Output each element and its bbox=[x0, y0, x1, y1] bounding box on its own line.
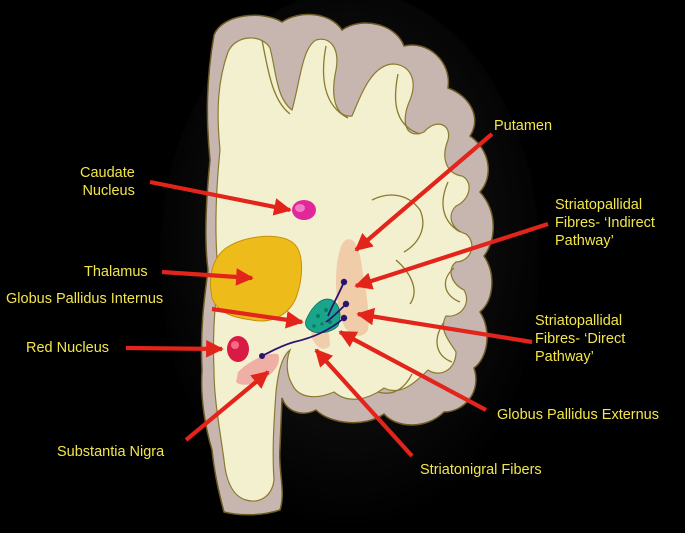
label-caudate-nucleus: Caudate Nucleus bbox=[80, 164, 135, 200]
label-direct-line-2: Fibres- ‘Direct bbox=[535, 331, 626, 347]
substantia-nigra bbox=[236, 353, 280, 385]
arrow-direct bbox=[356, 307, 533, 345]
arrow-caudate bbox=[149, 179, 292, 216]
arrow-substantia-nigra bbox=[184, 370, 270, 442]
label-striatopallidal-direct: Striatopallidal Fibres- ‘Direct Pathway’ bbox=[535, 312, 625, 366]
label-direct-line-3: Pathway’ bbox=[535, 349, 594, 365]
fibre-endpoints bbox=[259, 278, 350, 359]
label-indirect-line-1: Striatopallidal bbox=[555, 197, 643, 213]
label-direct-line-1: Striatopallidal bbox=[535, 313, 623, 329]
label-putamen: Putamen bbox=[494, 118, 553, 134]
label-caudate-line-2: Nucleus bbox=[82, 183, 135, 199]
arrow-indirect bbox=[354, 222, 549, 290]
thalamus bbox=[210, 235, 302, 322]
label-indirect-line-3: Pathway’ bbox=[555, 233, 614, 249]
sulci bbox=[261, 39, 461, 394]
label-arrows bbox=[125, 132, 549, 458]
arrow-gpe bbox=[338, 330, 487, 412]
label-striatopallidal-indirect: Striatopallidal Fibres- ‘Indirect Pathwa… bbox=[555, 196, 655, 250]
red-nucleus-highlight bbox=[231, 341, 239, 349]
red-nucleus bbox=[227, 336, 249, 362]
arrow-putamen bbox=[354, 132, 494, 252]
label-globus-pallidus-externus: Globus Pallidus Externus bbox=[497, 407, 659, 423]
label-globus-pallidus-internus: Globus Pallidus Internus bbox=[6, 291, 164, 307]
caudate-highlight bbox=[295, 204, 305, 212]
label-red-nucleus: Red Nucleus bbox=[26, 340, 110, 356]
label-caudate-line-1: Caudate bbox=[80, 165, 135, 181]
label-thalamus: Thalamus bbox=[84, 264, 148, 280]
arrow-red-nucleus bbox=[125, 340, 224, 358]
arrow-thalamus bbox=[161, 268, 254, 286]
arrow-gpi bbox=[211, 306, 304, 329]
label-substantia-nigra: Substantia Nigra bbox=[57, 444, 165, 460]
label-indirect-line-2: Fibres- ‘Indirect bbox=[555, 215, 655, 231]
globus-pallidus-texture bbox=[312, 308, 332, 328]
label-striatonigral-fibers: Striatonigral Fibers bbox=[420, 462, 542, 478]
arrow-striatonigral bbox=[314, 348, 414, 458]
